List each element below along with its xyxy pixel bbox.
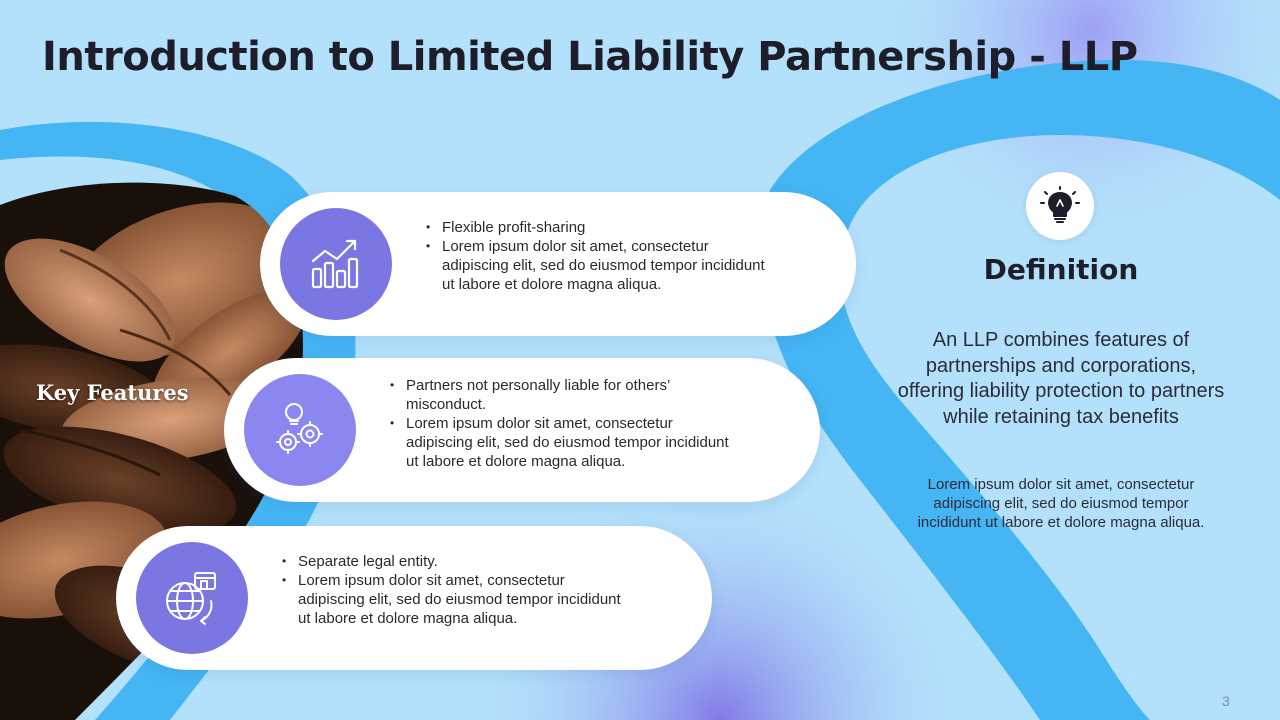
key-features-label: Key Features <box>36 380 189 405</box>
feature-icon-circle <box>280 208 392 320</box>
growth-chart-icon <box>311 239 359 289</box>
bullet-item: Separate legal entity. <box>282 552 628 571</box>
definition-icon-circle <box>1026 172 1094 240</box>
feature-icon-circle <box>136 542 248 654</box>
feature-bullets: Flexible profit-sharing Lorem ipsum dolo… <box>424 218 772 294</box>
bullet-item: Lorem ipsum dolor sit amet, consectetur … <box>426 237 772 294</box>
definition-title: Definition <box>983 253 1139 286</box>
feature-card-legal-entity: Separate legal entity. Lorem ipsum dolor… <box>116 526 712 670</box>
bullet-item: Lorem ipsum dolor sit amet, consectetur … <box>282 571 628 628</box>
definition-sub-text: Lorem ipsum dolor sit amet, consectetur … <box>917 476 1205 531</box>
feature-bullets: Partners not personally liable for other… <box>388 376 736 471</box>
bullet-item: Lorem ipsum dolor sit amet, consectetur … <box>390 414 736 471</box>
feature-card-liability: Partners not personally liable for other… <box>224 358 820 502</box>
bullet-item: Flexible profit-sharing <box>426 218 772 237</box>
lightbulb-icon <box>1040 186 1080 223</box>
globe-shop-icon <box>166 572 216 625</box>
feature-bullets: Separate legal entity. Lorem ipsum dolor… <box>280 552 628 628</box>
feature-icon-circle <box>244 374 356 486</box>
idea-gears-icon <box>276 403 323 454</box>
definition-main-text: An LLP combines features of partnerships… <box>897 329 1225 428</box>
feature-card-profit-sharing: Flexible profit-sharing Lorem ipsum dolo… <box>260 192 856 336</box>
bullet-item: Partners not personally liable for other… <box>390 376 736 414</box>
page-number: 3 <box>1222 693 1230 709</box>
slide-title: Introduction to Limited Liability Partne… <box>42 34 1138 80</box>
